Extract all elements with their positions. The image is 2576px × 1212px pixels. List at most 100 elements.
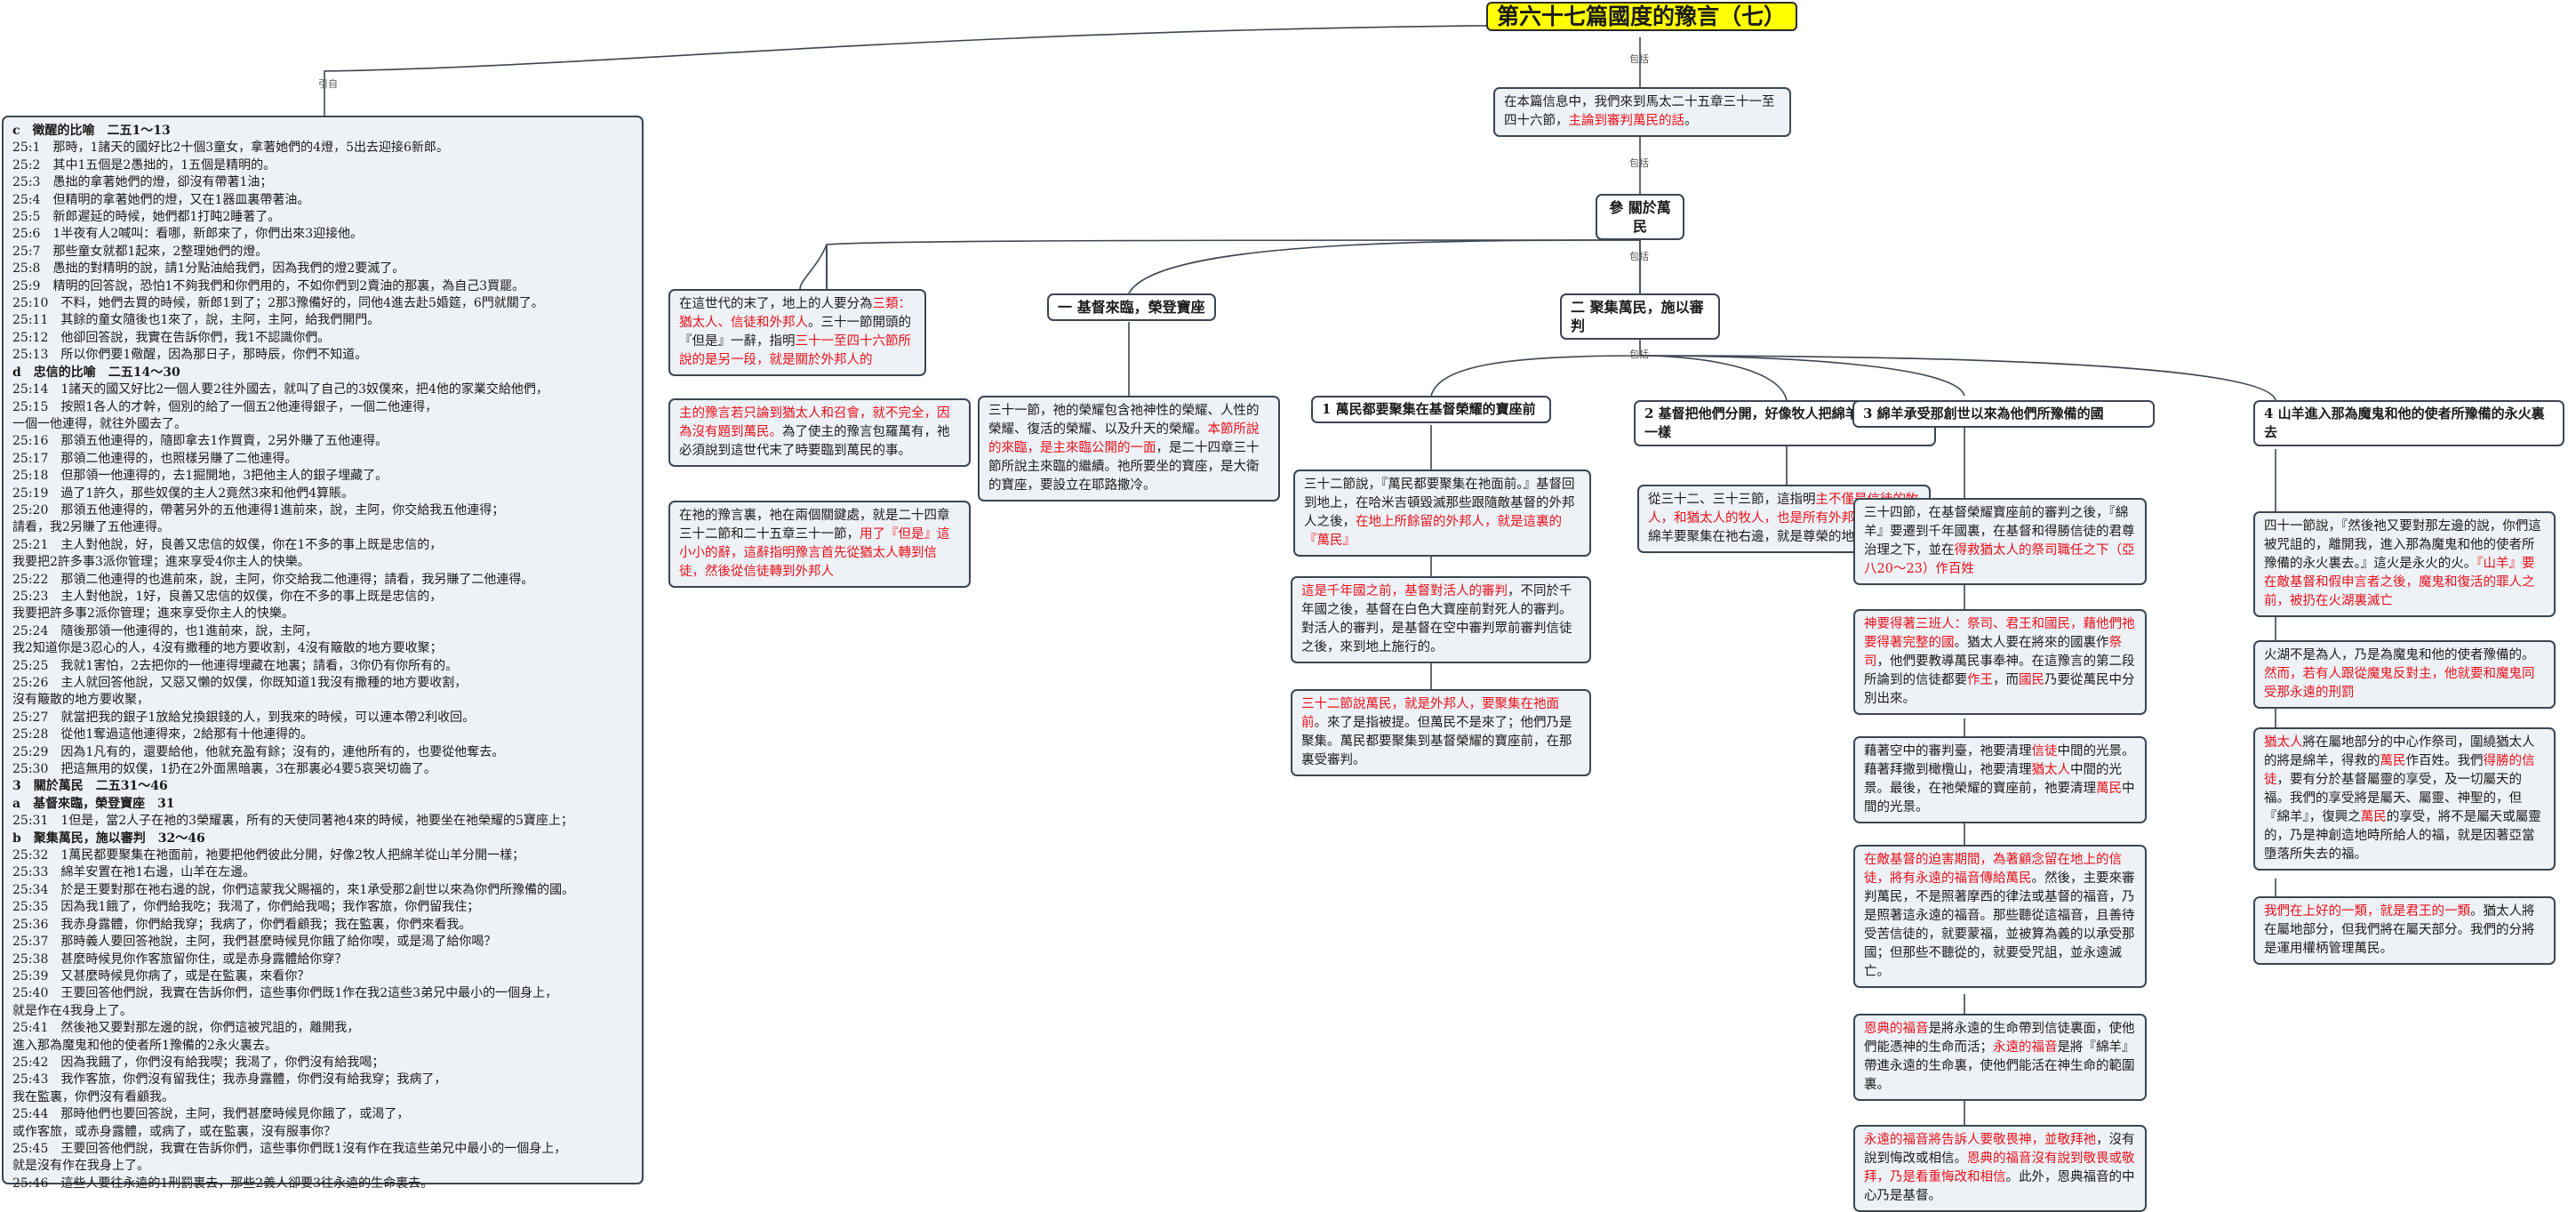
note-clearing[interactable]: 藉著空中的審判臺，祂要清理信徒中間的光景。藉著拜撒到橄欖山，祂要清理猶太人中間的… xyxy=(1853,736,2147,823)
verse-line: 25:3 愚拙的拿著她們的燈，卻沒有帶著1油； xyxy=(12,175,273,190)
verse-line: 我要把2許多事3派你管理；進來享受4你主人的快樂。 xyxy=(12,555,310,570)
note-eternal-gospel[interactable]: 在敵基督的迫害期間，為著顧念留在地上的信徒，將有永遠的福音傳給萬民。然後，主要來… xyxy=(1853,845,2147,988)
verse-line: 25:20 那領五他連得的，帶著另外的五他連得1進前來，說，主阿，你交給我五他連… xyxy=(12,502,505,518)
note-three-classes[interactable]: 在這世代的末了，地上的人要分為三類：猶太人、信徒和外邦人。三十一節開頭的『但是』… xyxy=(668,289,926,376)
note-highlight: 得救猶太人的祭司職任之下（亞八20～23）作百姓 xyxy=(1864,543,2135,576)
verse-line: 25:40 王要回答他們說，我實在告訴你們，這些事你們既1作在我2這些3弟兄中最… xyxy=(12,986,558,1001)
note-text: ，他們要教導萬民事奉神。在這豫言的第二段所論到的信徒都要 xyxy=(1864,654,2135,687)
note-goats-fire[interactable]: 四十一節說，『然後祂又要對那左邊的說，你們這被咒詛的，離開我，進入那為魔鬼和他的… xyxy=(2253,511,2556,617)
note-text: 。猶太人要在將來的國裏作 xyxy=(1954,636,2109,650)
note-but-word[interactable]: 在祂的豫言裏，祂在兩個關鍵處，就是二十四章三十二節和二十五章三十一節，用了『但是… xyxy=(668,501,971,588)
verse-line: 25:2 其中1五個是2愚拙的，1五個是精明的。 xyxy=(12,157,276,173)
note-highlight: 用了『但是』這小小的辭，這辭指明豫言首先從猶太人轉到信徒，然後從信徒轉到外邦人 xyxy=(679,527,950,579)
note-text: 中間的光景。藉著拜撒到橄欖山，祂要清理 xyxy=(1864,744,2135,777)
verse-line: 25:34 於是王要對那在祂右邊的說，你們這蒙我父賜福的，來1承受那2創世以來為… xyxy=(12,882,575,897)
verse-line: 25:9 精明的回答說，恐怕1不夠我們和你們用的，不如你們到2賣油的那裏，為自己… xyxy=(12,278,525,293)
verse-line: 25:15 按照1各人的才幹，個別的給了一個五2他連得銀子，一個二他連得， xyxy=(12,399,438,414)
note-kingly-class[interactable]: 我們在上好的一類，就是君王的一類。猶太人將在屬地部分，但我們將在屬天部分。我們的… xyxy=(2253,896,2556,965)
sub-goats-eternal-fire[interactable]: 4 山羊進入那為魔鬼和他的使者所豫備的永火裏去 xyxy=(2253,400,2564,446)
verse-line: 25:31 1但是，當2人子在祂的3榮耀裏，所有的天使同著祂4來的時候，祂要坐在… xyxy=(12,814,573,829)
note-highlight: 在地上所餘留的外邦人，就是這裏的『萬民』 xyxy=(1304,515,1562,548)
ref-lines-c: 25:1 那時，1諸天的國好比2十個3童女，拿著她們的4燈，5出去迎接6新郎。2… xyxy=(12,140,633,364)
note-highlight: 三十一至四十六節所說的是另一段，就是關於外邦人的 xyxy=(679,334,911,367)
ref-lines-a: 25:31 1但是，當2人子在祂的3榮耀裏，所有的天使同著祂4來的時候，祂要坐在… xyxy=(12,813,633,830)
note-highlight: 主的豫言若只論到猶太人和召會，就不完全，因為沒有題到萬民。 xyxy=(679,406,950,439)
verse-line: 一個一他連得，就往外國去了。 xyxy=(12,416,187,431)
verse-line: 25:16 那領五他連得的，隨即拿去1作買賣，2另外賺了五他連得。 xyxy=(12,434,388,449)
verse-line: 25:14 1諸天的國又好比2一個人要2往外國去，就叫了自己的3奴僕來，把4他的… xyxy=(12,382,548,397)
note-highlight: 國民 xyxy=(2019,673,2044,687)
note-highlight: 祭司、君王和國民，藉他們祂要得著完整的國 xyxy=(1864,617,2135,650)
note-text: ，要有分於基督屬靈的享受，及一切屬天的福。我們的享受將是屬天、屬靈、神聖的，但『… xyxy=(2264,773,2522,824)
verse-line: 25:18 但那領一他連得的，去1掘開地，3把他主人的銀子埋藏了。 xyxy=(12,469,388,484)
verse-line: 25:5 新郎遲延的時候，她們都1打盹2睡著了。 xyxy=(12,210,281,225)
verse-line: 我2知道你是3忍心的人，4沒有撒種的地方要收割，4沒有簸散的地方要收聚； xyxy=(12,641,443,656)
note-three-groups[interactable]: 神要得著三班人：祭司、君王和國民，藉他們祂要得著完整的國。猶太人要在將來的國裏作… xyxy=(1853,609,2147,715)
note-text: 。猶太人將在屬地部分，但我們將在屬天部分。我們的分將是運用權柄管理萬民。 xyxy=(2264,904,2535,956)
verse-line: 25:13 所以你們要1儆醒，因為那日子，那時辰，你們不知道。 xyxy=(12,348,368,363)
intro-text: 在本篇信息中，我們來到馬太二十五章三十一至四十六節， xyxy=(1504,95,1775,128)
map-title[interactable]: 第六十七篇國度的豫言（七） xyxy=(1486,2,1797,31)
note-lake-of-fire[interactable]: 火湖不是為人，乃是為魔鬼和他的使者豫備的。然而，若有人跟從魔鬼反對主，他就要和魔… xyxy=(2253,640,2556,709)
verse-line: 請看，我2另賺了五他連得。 xyxy=(12,520,170,535)
verse-line: 25:36 我赤身露體，你們給我穿；我病了，你們看顧我；我在監裏，你們來看我。 xyxy=(12,917,472,932)
note-text: ，是二十四章三十節所說主來臨的繼續。祂所要坐的寶座，是大衛的寶座，要設立在耶路撒… xyxy=(988,441,1260,493)
verse-line: 25:41 然後祂又要對那左邊的說，你們這被咒詛的，離開我， xyxy=(12,1021,360,1036)
intro-node[interactable]: 在本篇信息中，我們來到馬太二十五章三十一至四十六節，主論到審判萬民的話。 xyxy=(1493,87,1791,137)
note-glory[interactable]: 三十一節，祂的榮耀包含祂神性的榮耀、人性的榮耀、復活的榮耀、以及升天的榮耀。本節… xyxy=(978,396,1280,502)
verse-line: 25:29 因為1凡有的，還要給他，他就充盈有餘；沒有的，連他所有的，也要從他奪… xyxy=(12,744,505,759)
note-highlight: 本節所說的來臨，是主來臨公開的一面 xyxy=(988,422,1260,455)
note-all-nations[interactable]: 三十二節說，『萬民都要聚集在祂面前。』基督回到地上，在哈米吉頓毀滅那些跟隨敵基督… xyxy=(1293,470,1591,557)
verse-line: 我要把許多事2派你管理；進來享受你主人的快樂。 xyxy=(12,606,294,622)
verse-line: 25:6 1半夜有人2喊叫：看哪，新郎來了，你們出來3迎接他。 xyxy=(12,227,364,242)
note-millennium[interactable]: 三十四節，在基督榮耀寶座前的審判之後，『綿羊』要遷到千年國裏，在基督和得勝信徒的… xyxy=(1853,498,2147,585)
note-highlight: 在敵基督的迫害期間，為著顧念留在地上的信徒，將有永遠的福音傳給萬民 xyxy=(1864,853,2122,886)
ref-heading-c: c 徵醒的比喻 二五1～13 xyxy=(12,124,171,138)
ref-heading-a: a 基督來臨，榮登寶座 31 xyxy=(12,796,175,811)
verse-line: 25:42 因為我餓了，你們沒有給我喫；我渴了，你們沒有給我喝； xyxy=(12,1055,385,1070)
main-topic-peoples[interactable]: 參 關於萬民 xyxy=(1596,194,1684,240)
note-text: 為了使主的豫言包羅萬有，祂必須說到這世代末了時要臨到萬民的事。 xyxy=(679,425,950,458)
intro-highlight: 主論到審判萬民的話 xyxy=(1568,114,1685,128)
note-highlight: 我們在上好的一類，就是君王的一類 xyxy=(2264,904,2470,919)
sub-gathered-throne[interactable]: 1 萬民都要聚集在基督榮耀的寶座前 xyxy=(1311,396,1551,423)
verse-line: 25:22 那領二他連得的也進前來，說，主阿，你交給我二他連得；請看，我另賺了二… xyxy=(12,572,534,587)
note-highlight: 這是千年國之前，基督對活人的審判 xyxy=(1301,584,1508,598)
note-text: 乃要從萬民中分別出來。 xyxy=(1864,673,2135,706)
note-text: 。來了是指被提。但萬民不是來了；他們乃是聚集。萬民都要聚集到基督榮耀的寶座前，在… xyxy=(1301,716,1572,767)
note-prophecy-complete[interactable]: 主的豫言若只論到猶太人和召會，就不完全，因為沒有題到萬民。為了使主的豫言包羅萬有… xyxy=(668,398,971,467)
verse-line: 25:28 從他1奪過這他連得來，2給那有十他連得的。 xyxy=(12,727,314,742)
note-text: 。三十一節開頭的『但是』一辭，指明 xyxy=(679,316,911,349)
note-text: 在祂的豫言裏，祂在兩個關鍵處，就是二十四章三十二節和二十五章三十一節， xyxy=(679,509,950,542)
note-judgment-living[interactable]: 這是千年國之前，基督對活人的審判，不同於千年國之後，基督在白色大寶座前對死人的審… xyxy=(1291,576,1591,663)
note-highlight: 得勝的信徒 xyxy=(2264,754,2535,787)
note-gentiles-gathered[interactable]: 三十二節說萬民，就是外邦人，要聚集在祂面前。來了是指被提。但萬民不是來了；他們乃… xyxy=(1291,689,1591,776)
verse-line: 25:39 又甚麼時候見你病了，或是在監裏，來看你？ xyxy=(12,968,310,983)
verse-line: 25:17 那領二他連得的，也照樣另賺了二他連得。 xyxy=(12,451,298,466)
verse-line: 或作客旅，或赤身露體，或病了，或在監裏，沒有服事你？ xyxy=(12,1124,336,1139)
ref-lines-d: 25:14 1諸天的國又好比2一個人要2往外國去，就叫了自己的3奴僕來，把4他的… xyxy=(12,381,633,778)
sub-sheep-inherit[interactable]: 3 綿羊承受那創世以來為他們所豫備的國 xyxy=(1852,400,2155,428)
note-text: 四十一節說，『然後祂又要對那左邊的說，你們這被咒詛的，離開我，進入那為魔鬼和他的… xyxy=(2264,519,2541,571)
verse-line: 就是沒有作在我身上了。 xyxy=(12,1159,149,1174)
section-gather-judge[interactable]: 二 聚集萬民，施以審判 xyxy=(1560,293,1720,340)
scripture-reference[interactable]: c 徵醒的比喻 二五1～13 25:1 那時，1諸天的國好比2十個3童女，拿著她… xyxy=(2,116,644,1191)
note-earthly-heavenly[interactable]: 猶太人將在屬地部分的中心作祭司，圍繞猶太人的將是綿羊，得救的萬民作百姓。我們得勝… xyxy=(2253,727,2556,871)
link-label: 包括 xyxy=(1629,157,1649,169)
section-christ-coming[interactable]: 一 基督來臨，榮登寶座 xyxy=(1047,293,1216,321)
note-highlight: 恩典的福音沒有說到敬畏或敬拜，乃是看重悔改和相信 xyxy=(1864,1152,2135,1184)
note-highlight: 然而，若有人跟從魔鬼反對主，他就要和魔鬼同受那永遠的刑罰 xyxy=(2264,667,2535,700)
verse-line: 25:21 主人對他說，好，良善又忠信的奴僕，你在1不多的事上既是忠信的， xyxy=(12,537,443,552)
intro-text: 。 xyxy=(1684,114,1698,128)
verse-line: 25:38 甚麼時候見你作客旅留你住，或是赤身露體給你穿？ xyxy=(12,951,348,967)
verse-line: 沒有簸散的地方要收聚， xyxy=(12,693,149,708)
note-fear-worship[interactable]: 永遠的福音將告訴人要敬畏神，並敬拜祂，沒有說到悔改或相信。恩典的福音沒有說到敬畏… xyxy=(1853,1125,2147,1212)
note-text: 從三十二、三十三節，這指明 xyxy=(1648,493,1816,507)
link-label: 包括 xyxy=(1629,53,1649,65)
note-highlight: 『山羊』要在敵基督和假申言者之後，魔鬼和復活的罪人之前，被扔在火湖裏滅亡 xyxy=(2264,557,2535,608)
verse-line: 25:11 其餘的童女隨後也1來了，說，主阿，主阿，給我們開門。 xyxy=(12,313,380,328)
note-text: 在這世代的末了，地上的人要分為 xyxy=(679,297,873,311)
note-grace-gospel[interactable]: 恩典的福音是將永遠的生命帶到信徒裏面，使他們能憑神的生命而活；永遠的福音是將『綿… xyxy=(1853,1014,2147,1101)
note-text: 是將永遠的生命帶到信徒裏面，使他們能憑神的生命而活； xyxy=(1864,1022,2135,1055)
